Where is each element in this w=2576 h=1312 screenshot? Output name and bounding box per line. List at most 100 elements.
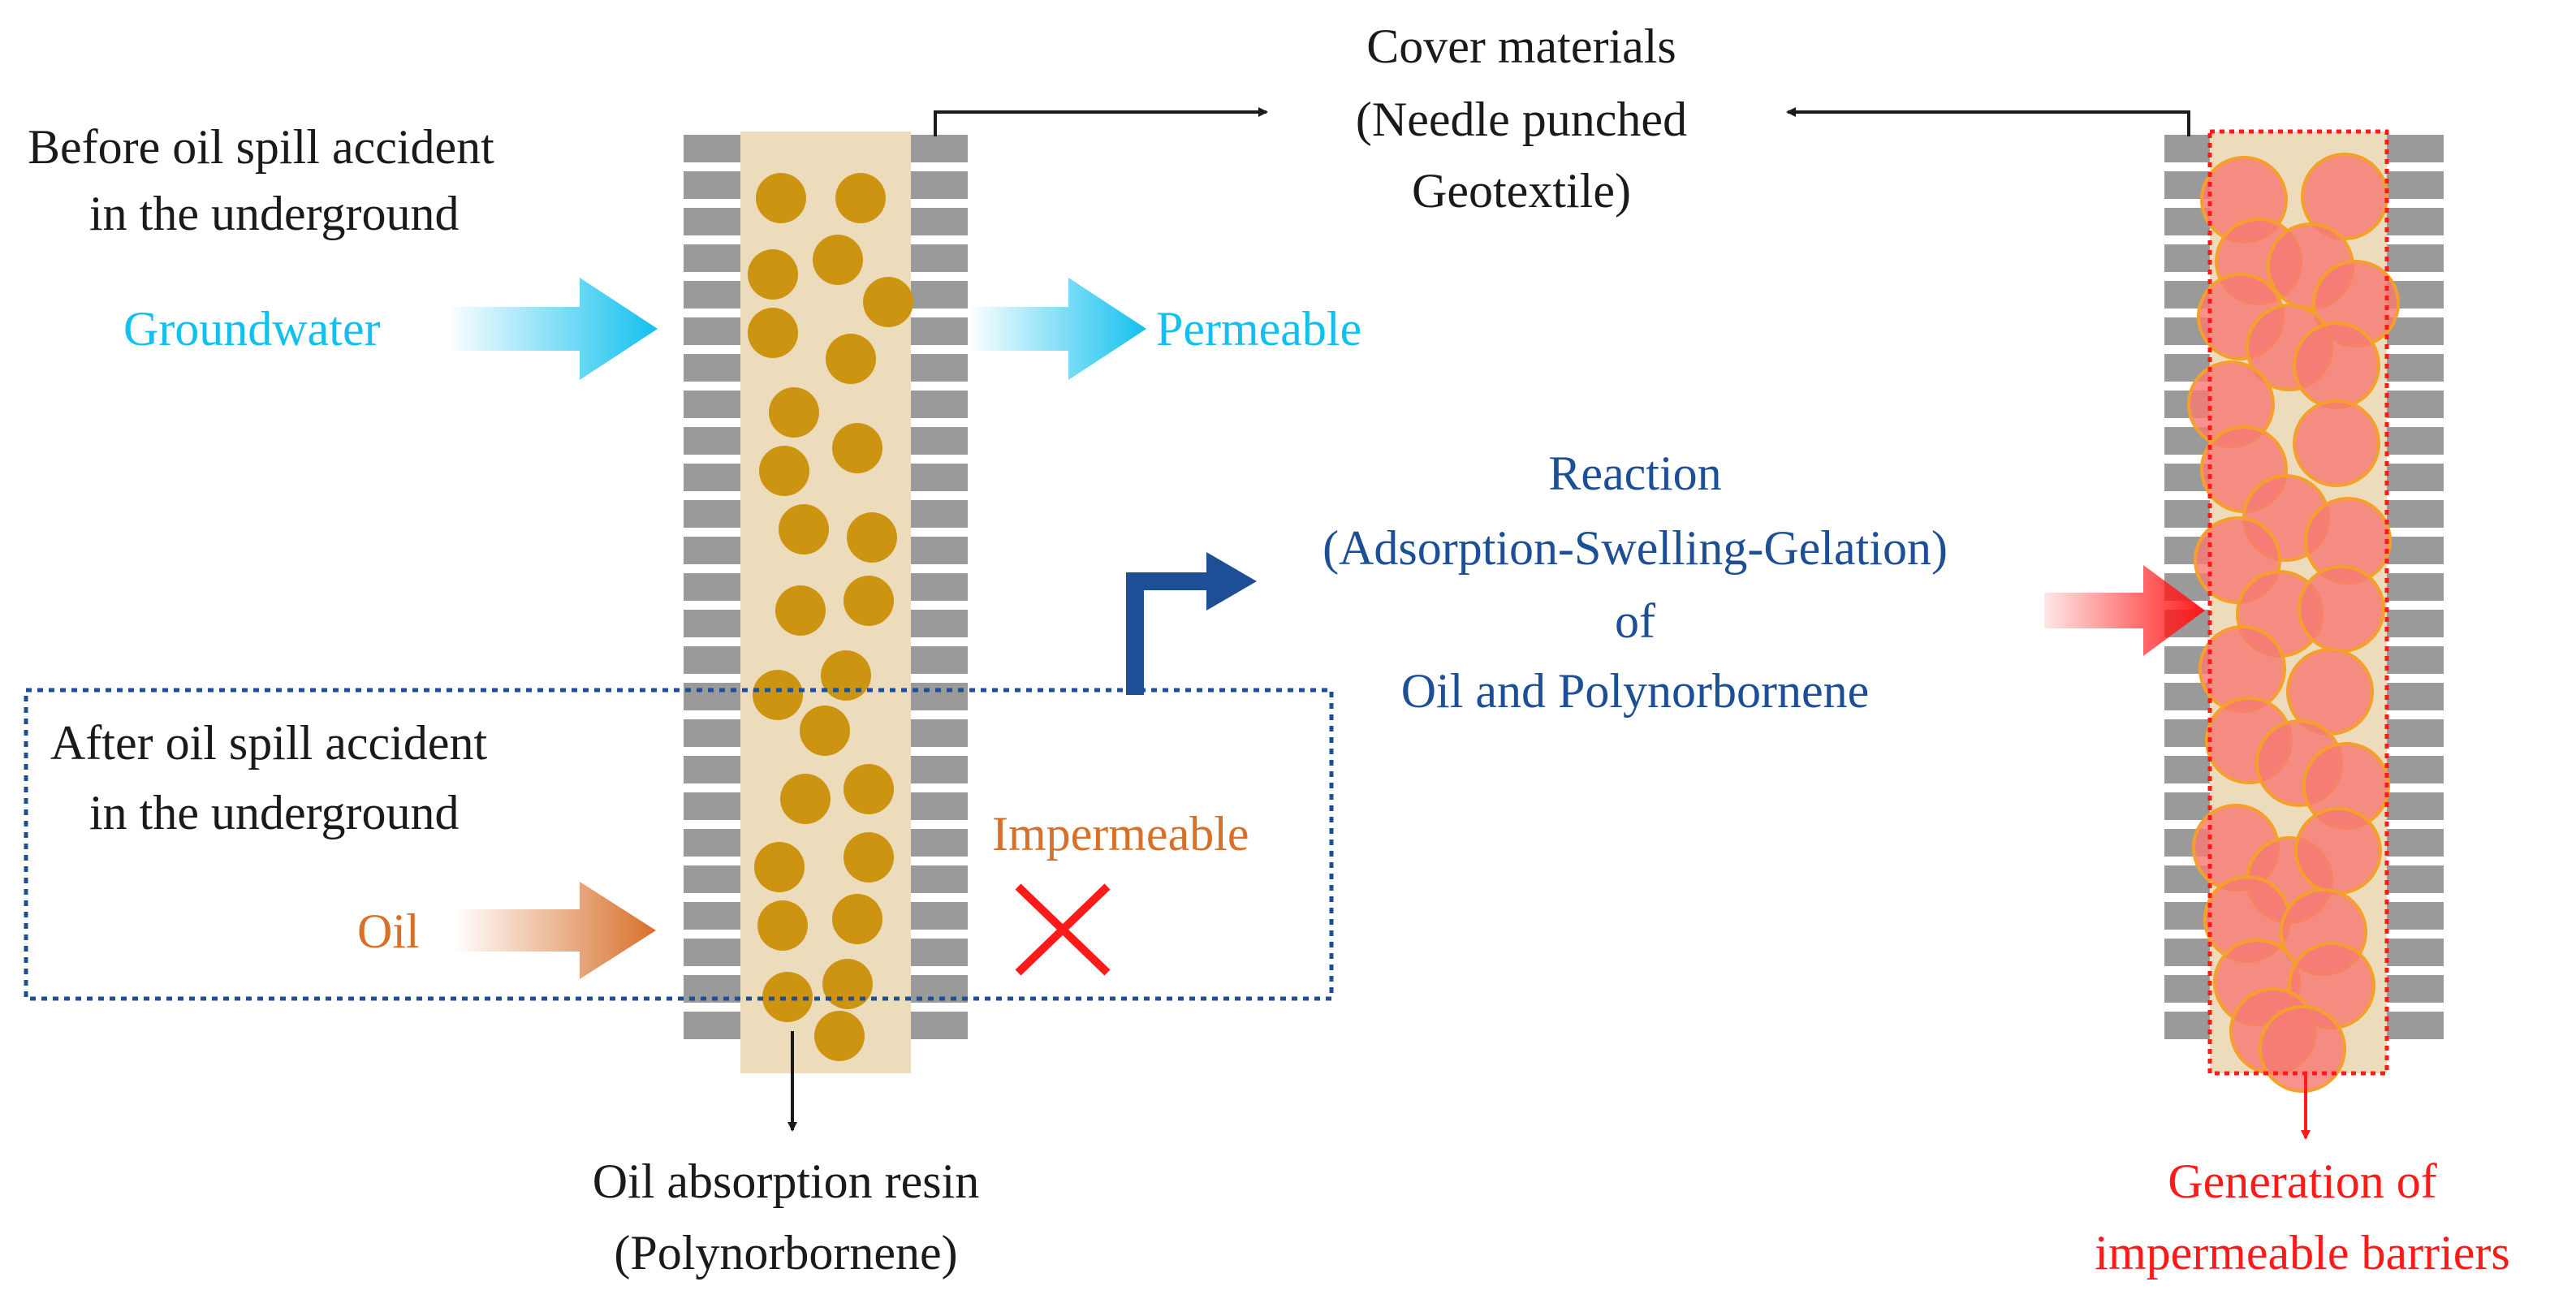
before-label-line1: Before oil spill accident	[28, 120, 494, 174]
resin-particle	[832, 423, 882, 473]
resin-particle	[769, 387, 819, 438]
barrier-dotted-outline	[2207, 129, 2389, 1076]
geotextile-tooth	[684, 719, 740, 747]
geotextile-tooth	[684, 1012, 740, 1039]
resin-particle	[759, 446, 809, 496]
geotextile-tooth	[684, 646, 740, 674]
after-label-line1: After oil spill accident	[50, 716, 488, 770]
geotextile-tooth	[2387, 317, 2444, 345]
geotextile-tooth	[911, 427, 968, 455]
groundwater-arrow-icon	[447, 278, 658, 380]
right-geotextile-column	[2164, 129, 2444, 1093]
geotextile-tooth	[684, 939, 740, 966]
geotextile-tooth	[2387, 646, 2444, 674]
cover-label-line3: Geotextile)	[1412, 164, 1631, 218]
geotextile-tooth	[684, 427, 740, 455]
geotextile-tooth	[911, 573, 968, 601]
geotextile-tooth	[911, 317, 968, 345]
geotextile-tooth	[2387, 171, 2444, 199]
geotextile-tooth	[2387, 939, 2444, 966]
geotextile-tooth	[684, 537, 740, 564]
resin-particle	[822, 959, 873, 1009]
geotextile-tooth	[684, 865, 740, 893]
resin-particle	[780, 774, 831, 824]
geotextile-tooth	[684, 391, 740, 418]
after-oil-dotted-box	[24, 688, 1334, 1001]
geotextile-tooth	[684, 610, 740, 637]
swollen-particle	[2301, 153, 2388, 240]
geotextile-tooth	[2164, 719, 2210, 747]
right-cover-teeth-right	[2387, 135, 2444, 1039]
geotextile-tooth	[2387, 610, 2444, 637]
permeable-arrow-icon	[968, 278, 1146, 380]
geotextile-tooth	[684, 500, 740, 528]
geotextile-tooth	[2164, 244, 2210, 272]
barrier-label-line2: impermeable barriers	[2095, 1226, 2510, 1280]
resin-particle	[754, 842, 805, 892]
geotextile-tooth	[911, 500, 968, 528]
geotextile-tooth	[911, 646, 968, 674]
resin-particle	[762, 972, 813, 1022]
reaction-label-line1: Reaction	[1548, 447, 1722, 500]
permeable-label: Permeable	[1156, 302, 1362, 356]
resin-particle	[847, 512, 897, 563]
resin-particle	[775, 585, 826, 636]
barrier-input-arrow-icon	[2044, 565, 2205, 656]
resin-particle	[748, 308, 798, 358]
geotextile-tooth	[684, 573, 740, 601]
geotextile-tooth	[911, 792, 968, 820]
geotextile-tooth	[2387, 208, 2444, 235]
geotextile-tooth	[911, 829, 968, 857]
cover-label-line1: Cover materials	[1366, 19, 1676, 73]
geotextile-tooth	[684, 354, 740, 382]
geotextile-tooth	[684, 756, 740, 783]
reaction-label-line4: Oil and Polynorbornene	[1400, 664, 1870, 718]
geotextile-tooth	[911, 1012, 968, 1039]
oil-label: Oil	[357, 904, 420, 958]
resin-particle	[748, 249, 798, 300]
cover-pointer-left	[934, 107, 1268, 136]
swollen-particle	[2259, 1005, 2346, 1093]
geotextile-tooth	[2164, 792, 2210, 820]
geotextile-tooth	[911, 171, 968, 199]
geotextile-tooth	[911, 756, 968, 783]
resin-particle	[800, 706, 850, 756]
geotextile-tooth	[911, 391, 968, 418]
geotextile-tooth	[911, 354, 968, 382]
left-geotextile-column	[684, 132, 968, 1073]
reaction-label-line2: (Adsorption-Swelling-Gelation)	[1323, 521, 1948, 575]
cover-label-line2: (Needle punched	[1355, 93, 1688, 146]
resin-particle	[779, 504, 829, 555]
geotextile-tooth	[684, 792, 740, 820]
geotextile-tooth	[2387, 500, 2444, 528]
resin-label-line1: Oil absorption resin	[592, 1154, 980, 1208]
geotextile-tooth	[684, 208, 740, 235]
geotextile-tooth	[911, 135, 968, 162]
barrier-label-line1: Generation of	[2168, 1154, 2437, 1208]
geotextile-tooth	[2387, 244, 2444, 272]
resin-particle	[756, 173, 806, 223]
geotextile-tooth	[684, 829, 740, 857]
geotextile-tooth	[684, 902, 740, 930]
geotextile-tooth	[2387, 464, 2444, 491]
groundwater-label: Groundwater	[123, 302, 381, 356]
geotextile-tooth	[2387, 537, 2444, 564]
geotextile-tooth	[911, 464, 968, 491]
geotextile-tooth	[2387, 391, 2444, 418]
geotextile-tooth	[684, 317, 740, 345]
swollen-particle	[2294, 807, 2382, 895]
geotextile-tooth	[2164, 756, 2210, 783]
geotextile-tooth	[2387, 427, 2444, 455]
geotextile-tooth	[911, 281, 968, 309]
swollen-particles	[2187, 153, 2400, 1093]
resin-particle	[844, 576, 894, 626]
resin-particle	[814, 1011, 865, 1061]
resin-particle	[813, 235, 863, 285]
geotextile-tooth	[2387, 719, 2444, 747]
geotextile-tooth	[2387, 756, 2444, 783]
swollen-particle	[2298, 565, 2385, 653]
geotextile-tooth	[2164, 939, 2210, 966]
geotextile-tooth	[2387, 354, 2444, 382]
resin-label-line2: (Polynorbornene)	[614, 1226, 958, 1280]
oil-arrow-icon	[455, 882, 656, 979]
